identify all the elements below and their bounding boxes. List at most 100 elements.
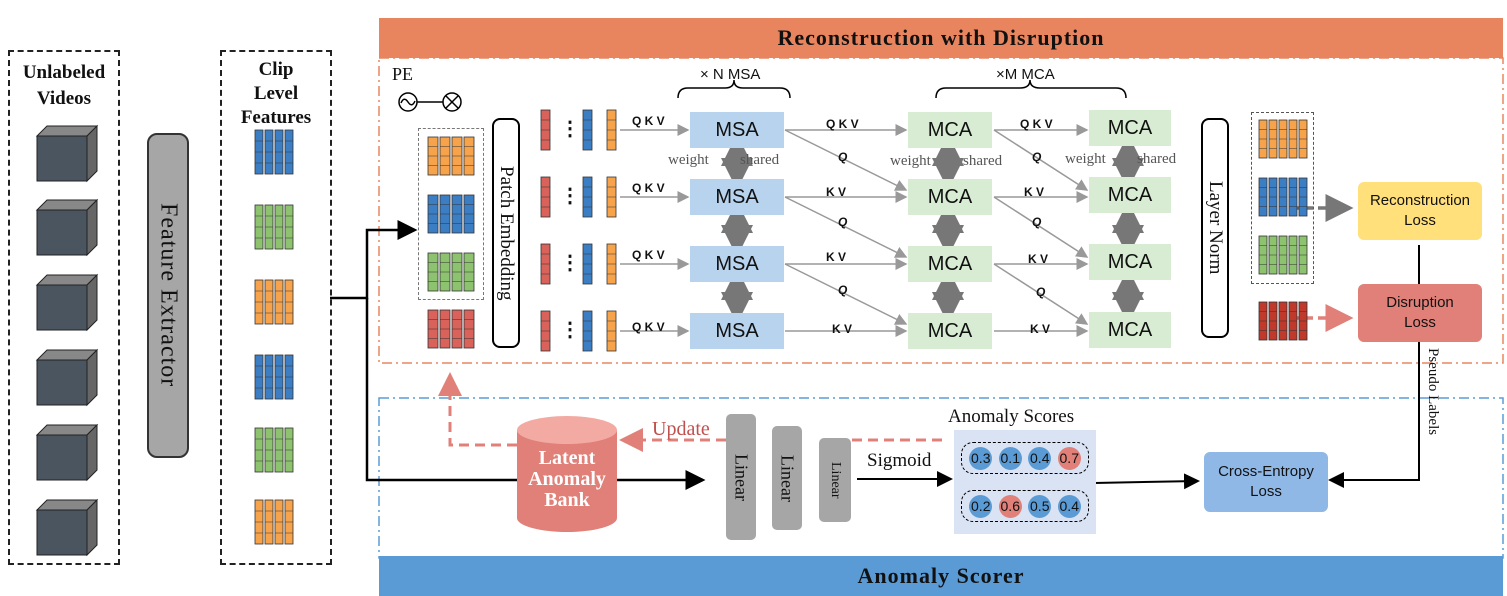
- embed-stack-red: [427, 309, 475, 349]
- token-blue-2: [582, 176, 593, 218]
- video-cube-1: [35, 124, 99, 183]
- qkv-label-1: Q K V: [632, 114, 665, 128]
- layer-norm-label: Layer Norm: [1205, 181, 1226, 275]
- clip-feature-stack-4: [254, 354, 294, 400]
- msa-block-4: MSA: [690, 313, 784, 349]
- score-1-4: 0.7: [1057, 446, 1081, 470]
- sigmoid-label: Sigmoid: [867, 450, 932, 471]
- score-1-1: 0.3: [969, 446, 993, 470]
- bank-label-line3: Bank: [544, 489, 590, 511]
- q-label-5: Q: [1032, 215, 1042, 229]
- clip-features-box: [220, 50, 332, 565]
- score-2-3: 0.5: [1028, 494, 1052, 518]
- output-stack-blue: [1258, 177, 1308, 217]
- disruption-loss-line2: Loss: [1404, 314, 1436, 331]
- latent-anomaly-bank-label: Latent Anomaly Bank: [517, 448, 617, 511]
- bank-label-line1: Latent: [538, 447, 596, 469]
- token-red-1: [540, 109, 551, 151]
- videos-label-line1: Unlabeled: [22, 62, 106, 83]
- disruption-loss-line1: Disruption: [1386, 294, 1454, 311]
- reconstruction-title-text: Reconstruction with Disruption: [777, 25, 1105, 50]
- output-stack-orange: [1258, 119, 1308, 159]
- mca-block-1-3: MCA: [908, 246, 992, 282]
- linear-layer-2: Linear: [772, 426, 802, 530]
- clip-feature-stack-2: [254, 204, 294, 250]
- mca-header: ×M MCA: [996, 66, 1055, 83]
- patch-embedding-label: Patch Embedding: [496, 165, 517, 301]
- recon-section-border: [378, 57, 1504, 364]
- kv-label-2: K V: [826, 250, 847, 264]
- msa-block-3: MSA: [690, 246, 784, 282]
- update-label: Update: [652, 418, 710, 440]
- mca-block-2-2: MCA: [1089, 177, 1171, 213]
- anomaly-scores-title: Anomaly Scores: [948, 406, 1075, 427]
- token-red-3: [540, 243, 551, 285]
- videos-label-line2: Videos: [36, 88, 92, 109]
- kv-label-5: K V: [1028, 252, 1049, 266]
- score-2-2: 0.6: [998, 494, 1022, 518]
- score-2-4: 0.4: [1057, 494, 1081, 518]
- shared-label-3: shared: [1137, 151, 1177, 167]
- q-label-3: Q: [838, 283, 848, 297]
- qkv-label-4: Q K V: [632, 320, 665, 334]
- shared-label-1: shared: [740, 152, 780, 168]
- token-red-2: [540, 176, 551, 218]
- patch-embedding: Patch Embedding: [492, 118, 520, 348]
- msa-header: × N MSA: [700, 66, 761, 83]
- shared-label-2: shared: [963, 153, 1003, 169]
- scores-row-2: 0.2 0.6 0.5 0.4: [961, 490, 1089, 522]
- clip-feature-stack-5: [254, 427, 294, 473]
- dots-4: ⋮: [560, 319, 580, 341]
- mca-block-1-1: MCA: [908, 112, 992, 148]
- dots-3: ⋮: [560, 252, 580, 274]
- output-stack-red: [1258, 301, 1308, 341]
- clip-feature-stack-3: [254, 279, 294, 325]
- kv-label-3: K V: [832, 322, 853, 336]
- mca-block-2-1: MCA: [1089, 110, 1171, 146]
- qkv-label-2: Q K V: [632, 181, 665, 195]
- clip-features-line1: Clip: [258, 59, 294, 80]
- anomaly-scorer-title: Anomaly Scorer: [379, 556, 1503, 596]
- clip-features-line2: Level: [253, 83, 299, 104]
- output-stack-green: [1258, 235, 1308, 275]
- token-orange-1: [606, 109, 617, 151]
- video-cube-2: [35, 198, 99, 257]
- score-1-2: 0.1: [998, 446, 1022, 470]
- videos-box: [8, 50, 120, 565]
- anomaly-scorer-title-text: Anomaly Scorer: [857, 563, 1025, 588]
- pseudo-labels-label: Pseudo Labels: [1425, 348, 1441, 436]
- msa-block-2: MSA: [690, 179, 784, 215]
- dots-1: ⋮: [560, 118, 580, 140]
- video-cube-5: [35, 423, 99, 482]
- token-orange-2: [606, 176, 617, 218]
- dots-2: ⋮: [560, 185, 580, 207]
- kv-label-1: K V: [826, 185, 847, 199]
- kv-label-4: K V: [1024, 185, 1045, 199]
- weight-label-3: weight: [1065, 151, 1106, 167]
- msa-block-1: MSA: [690, 112, 784, 148]
- clip-features-line3: Features: [240, 107, 312, 128]
- layer-norm: Layer Norm: [1201, 118, 1229, 338]
- cross-entropy-loss-line2: Loss: [1250, 483, 1282, 500]
- pe-label: PE: [392, 64, 414, 84]
- reconstruction-title: Reconstruction with Disruption: [379, 18, 1503, 58]
- qkv-mca-2: Q K V: [1020, 117, 1053, 131]
- mca-block-1-2: MCA: [908, 179, 992, 215]
- clip-feature-stack-6: [254, 499, 294, 545]
- bank-label-line2: Anomaly: [528, 468, 606, 490]
- linear-layer-3-label: Linear: [828, 461, 843, 499]
- mca-block-1-4: MCA: [908, 313, 992, 349]
- reconstruction-loss-line1: Reconstruction: [1369, 192, 1471, 209]
- cross-entropy-loss-line1: Cross-Entropy: [1218, 463, 1314, 480]
- cross-entropy-loss: Cross-Entropy Loss: [1204, 452, 1328, 512]
- latent-anomaly-bank-shape: [517, 416, 617, 532]
- linear-layer-1: Linear: [726, 414, 756, 540]
- kv-label-6: K V: [1030, 322, 1051, 336]
- q-label-1: Q: [838, 150, 848, 164]
- disruption-loss: Disruption Loss: [1358, 284, 1482, 342]
- feature-extractor: Feature Extractor: [147, 133, 189, 458]
- videos-label: Unlabeled Videos: [8, 60, 120, 112]
- reconstruction-loss: Reconstruction Loss: [1358, 182, 1482, 240]
- clip-features-label: Clip Level Features: [220, 58, 332, 130]
